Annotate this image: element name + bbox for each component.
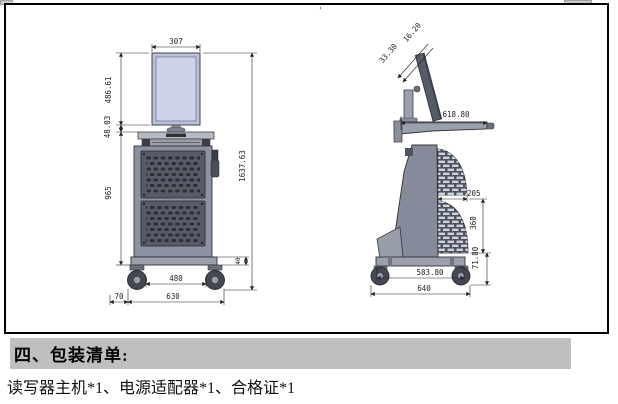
dim-label-480: 480 xyxy=(169,274,183,283)
dim-label-965: 965 xyxy=(104,186,113,200)
dim-side-total-depth: 640 xyxy=(370,284,471,297)
dim-front-total-height: 1637.63 xyxy=(224,52,257,291)
dim-label-205: 205 xyxy=(467,189,481,198)
dim-side-vent-height: 360 xyxy=(469,198,491,254)
dim-side-surface-depth: 618.80 xyxy=(400,110,488,130)
dim-label-583-80: 583.80 xyxy=(416,268,444,277)
section-heading-bar: 四、包装清单: xyxy=(10,338,571,369)
side-view: ' 33.30 16.20 618.80 xyxy=(318,6,495,297)
dim-side-base-depth: 583.80 xyxy=(376,267,465,281)
dim-front-monitor-gap: 48.03 xyxy=(103,116,124,139)
dim-front-wheel-span: 480 xyxy=(145,274,207,287)
front-vent-holes-lower xyxy=(146,205,200,242)
dim-label-33-30: 33.30 xyxy=(377,42,399,65)
front-view: 307 486.61 48.03 965 1637.63 40 xyxy=(103,37,257,305)
dim-label-71-80: 71.80 xyxy=(471,246,480,269)
stray-mark: ' xyxy=(318,6,323,15)
dim-label-630: 630 xyxy=(166,292,180,301)
side-work-surface xyxy=(393,120,495,143)
dim-label-640: 640 xyxy=(417,284,431,293)
dim-front-base-thickness: 40 xyxy=(217,256,249,266)
dim-side-vent-width: 205 xyxy=(437,189,481,202)
dim-side-caster-height: 71.80 xyxy=(471,246,491,286)
side-foot-panel xyxy=(376,226,404,260)
dim-front-cabinet-height: 965 xyxy=(104,131,124,266)
monitor-arm-post xyxy=(403,89,414,123)
scanner-holder xyxy=(210,159,220,178)
dim-front-monitor-height: 486.61 xyxy=(104,52,124,126)
side-cabinet xyxy=(376,144,469,260)
dim-front-base-width: 70 630 xyxy=(109,289,225,305)
dim-label-307: 307 xyxy=(169,37,183,46)
cart-technical-drawing: 307 486.61 48.03 965 1637.63 40 xyxy=(103,6,495,305)
dim-label-1637-63: 1637.63 xyxy=(238,150,247,182)
dim-label-40: 40 xyxy=(235,257,242,265)
dim-label-48-03: 48.03 xyxy=(103,116,112,139)
dim-front-width-top: 307 xyxy=(151,37,201,52)
packing-list-line: 读写器主机*1、电源适配器*1、合格证*1 xyxy=(7,380,296,397)
side-monitor xyxy=(399,52,443,124)
front-monitor xyxy=(151,52,201,134)
dim-label-360: 360 xyxy=(469,216,478,230)
front-vent-holes-upper xyxy=(146,155,200,193)
drawing-frame: 307 486.61 48.03 965 1637.63 40 xyxy=(4,3,609,334)
section-heading: 四、包装清单: xyxy=(14,346,129,365)
scanner-holder-bracket xyxy=(211,149,219,161)
dim-label-70: 70 xyxy=(114,292,124,301)
front-base xyxy=(127,256,225,290)
dim-label-486-61: 486.61 xyxy=(104,76,113,103)
front-shelf xyxy=(137,131,215,147)
front-cabinet xyxy=(133,145,220,258)
dim-label-618-80: 618.80 xyxy=(442,110,470,119)
dim-label-16-20: 16.20 xyxy=(401,21,423,44)
